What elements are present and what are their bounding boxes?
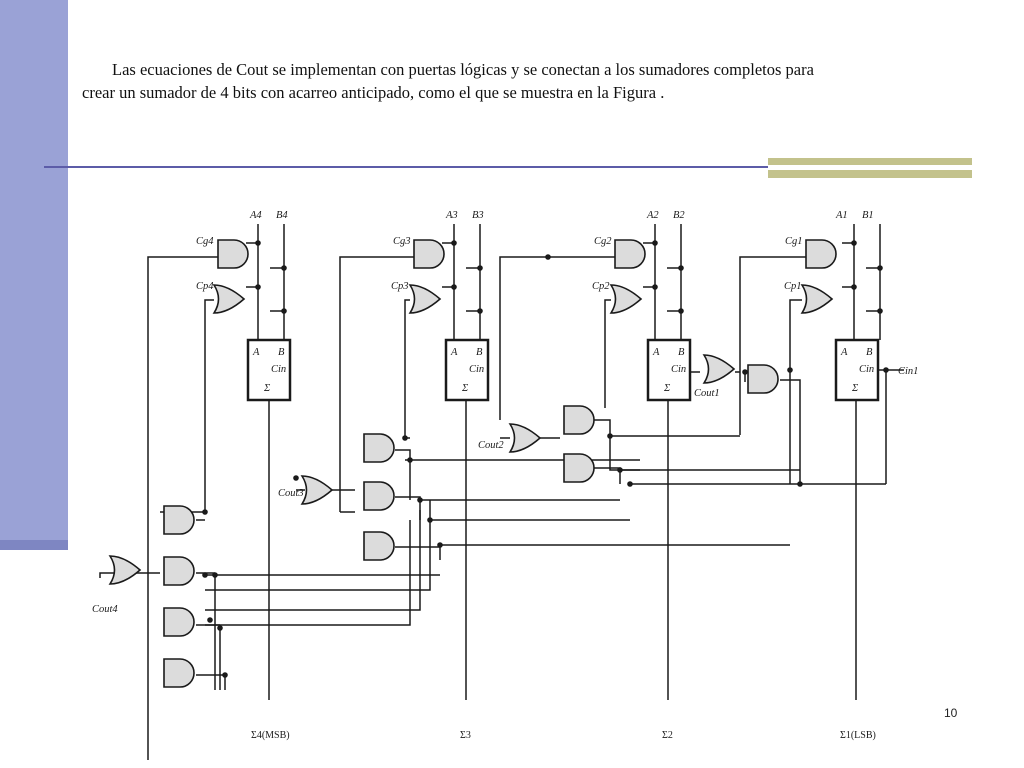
label-b3: B3 <box>472 210 484 221</box>
svg-text:Cin: Cin <box>271 364 286 375</box>
label-a1: A1 <box>835 210 848 221</box>
or-gate-cp3 <box>409 284 441 314</box>
decorative-band <box>768 158 972 178</box>
svg-text:Cin: Cin <box>671 364 686 375</box>
svg-text:B: B <box>678 347 685 358</box>
full-adder-1: A B Cin Σ <box>834 338 880 402</box>
label-cp2: Cp2 <box>592 281 610 292</box>
label-cp4: Cp4 <box>196 281 214 292</box>
label-sum2: Σ2 <box>662 730 673 741</box>
label-cg3: Cg3 <box>393 236 411 247</box>
svg-text:B: B <box>278 347 285 358</box>
svg-text:B: B <box>476 347 483 358</box>
gate-labels: Cg4 Cp4 Cg3 Cp3 Cg2 Cp2 Cg1 Cp1 Cin1 Cou… <box>92 236 918 615</box>
or-gate-cout3 <box>301 475 333 505</box>
output-labels: Σ4(MSB) Σ3 Σ2 Σ1(LSB) <box>251 730 876 741</box>
label-cg1: Cg1 <box>785 236 803 247</box>
label-b2: B2 <box>673 210 685 221</box>
label-cout4: Cout4 <box>92 604 118 615</box>
or-gate-cout2 <box>509 423 541 453</box>
svg-text:A: A <box>252 347 260 358</box>
and-gate-c4c <box>163 607 195 637</box>
and-gate-c3c <box>363 531 395 561</box>
slide-side-bar-shadow <box>0 540 68 550</box>
svg-text:Cin: Cin <box>859 364 874 375</box>
label-cout1: Cout1 <box>694 388 720 399</box>
and-gate-cg2 <box>614 239 646 269</box>
svg-text:B: B <box>866 347 873 358</box>
label-a2: A2 <box>646 210 659 221</box>
label-cg2: Cg2 <box>594 236 612 247</box>
label-cout3: Cout3 <box>278 488 304 499</box>
or-gate-cout1 <box>703 354 735 384</box>
paragraph-line-2: crear un sumador de 4 bits con acarreo a… <box>82 83 665 102</box>
full-adder-3: A B Cin Σ <box>444 338 490 402</box>
input-labels: A4 B4 A3 B3 A2 B2 A1 B1 <box>249 210 874 221</box>
label-cg4: Cg4 <box>196 236 214 247</box>
label-sum3: Σ3 <box>460 730 471 741</box>
label-b4: B4 <box>276 210 288 221</box>
and-gate-cg1 <box>805 239 837 269</box>
slide-side-bar <box>0 0 68 548</box>
page-number: 10 <box>944 706 958 720</box>
label-cout2: Cout2 <box>478 440 504 451</box>
or-gate-cout4 <box>109 555 141 585</box>
and-gate-c4d <box>163 658 195 688</box>
junctions <box>202 240 889 678</box>
svg-text:Σ: Σ <box>663 383 671 394</box>
and-gate-c3b <box>363 481 395 511</box>
svg-text:Σ: Σ <box>263 383 271 394</box>
label-cp3: Cp3 <box>391 281 409 292</box>
or-gate-cp4 <box>213 284 245 314</box>
full-adder-2: A B Cin Σ <box>646 338 692 402</box>
svg-text:A: A <box>840 347 848 358</box>
full-adder-4: A B Cin Σ <box>246 338 292 402</box>
label-cin1: Cin1 <box>898 366 918 377</box>
svg-text:Σ: Σ <box>851 383 859 394</box>
paragraph-line-1: Las ecuaciones de Cout se implementan co… <box>112 60 814 79</box>
label-a3: A3 <box>445 210 458 221</box>
and-gate-c1 <box>747 364 779 394</box>
svg-text:A: A <box>652 347 660 358</box>
generate-propagate-gates <box>213 239 837 314</box>
and-gate-c2b <box>563 453 595 483</box>
label-sum1-lsb: Σ1(LSB) <box>840 730 876 741</box>
svg-text:Σ: Σ <box>461 383 469 394</box>
and-gate-cg3 <box>413 239 445 269</box>
or-gate-cp1 <box>801 284 833 314</box>
and-gate-c3a <box>363 433 395 463</box>
title-divider <box>44 166 972 168</box>
slide-paragraph: Las ecuaciones de Cout se implementan co… <box>82 58 982 104</box>
and-gate-cg4 <box>217 239 249 269</box>
and-gate-c2a <box>563 405 595 435</box>
label-a4: A4 <box>249 210 262 221</box>
svg-text:Cin: Cin <box>469 364 484 375</box>
label-sum4-msb: Σ4(MSB) <box>251 730 290 741</box>
carry-logic-gates <box>109 354 779 688</box>
and-gate-c4b <box>163 556 195 586</box>
label-b1: B1 <box>862 210 874 221</box>
or-gate-cp2 <box>610 284 642 314</box>
and-gate-c4a <box>163 505 195 535</box>
label-cp1: Cp1 <box>784 281 802 292</box>
svg-text:A: A <box>450 347 458 358</box>
